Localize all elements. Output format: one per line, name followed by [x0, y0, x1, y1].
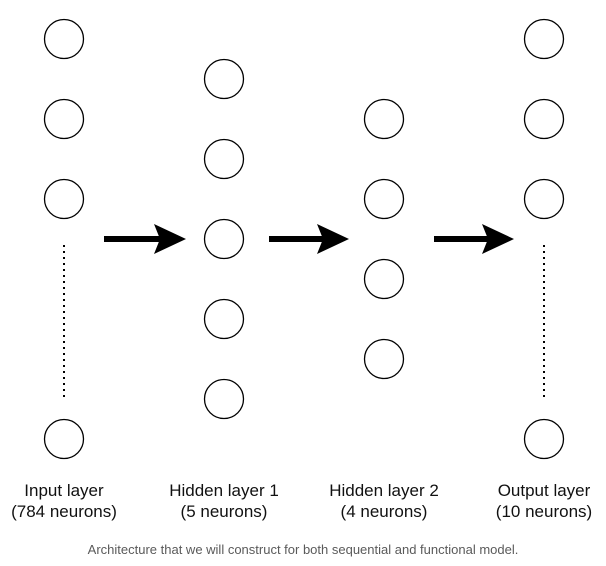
layer-name: Hidden layer 2 — [329, 481, 439, 500]
neuron-input — [43, 178, 85, 220]
neuron-hidden-1 — [203, 58, 245, 100]
neuron-hidden-2 — [363, 338, 405, 380]
layer-label-input: Input layer (784 neurons) — [0, 480, 139, 522]
arrow-1 — [104, 224, 186, 254]
layer-name: Hidden layer 1 — [169, 481, 279, 500]
neuron-hidden-1 — [203, 218, 245, 260]
layer-name: Output layer — [497, 481, 591, 500]
arrow-2 — [269, 224, 349, 254]
layer-label-output: Output layer (10 neurons) — [469, 480, 606, 522]
neuron-hidden-1 — [203, 298, 245, 340]
neuron-hidden-2 — [363, 258, 405, 300]
neuron-input — [43, 418, 85, 460]
neuron-hidden-2 — [363, 178, 405, 220]
figure-caption: Architecture that we will construct for … — [87, 542, 519, 557]
neuron-output — [523, 98, 565, 140]
neuron-input — [43, 18, 85, 60]
network-diagram — [43, 18, 565, 460]
neuron-output — [523, 178, 565, 220]
layer-name: Input layer — [24, 481, 104, 500]
neuron-output — [523, 418, 565, 460]
neurons-group — [43, 18, 565, 460]
layer-label-hidden-2: Hidden layer 2 (4 neurons) — [309, 480, 459, 522]
neuron-hidden-1 — [203, 138, 245, 180]
layer-count: (5 neurons) — [180, 502, 268, 521]
arrow-3 — [434, 224, 514, 254]
neuron-output — [523, 18, 565, 60]
layer-count: (4 neurons) — [340, 502, 428, 521]
neuron-hidden-2 — [363, 98, 405, 140]
layer-count: (10 neurons) — [495, 502, 593, 521]
ellipsis-group — [63, 245, 545, 400]
neuron-hidden-1 — [203, 378, 245, 420]
layer-count: (784 neurons) — [11, 502, 117, 521]
layer-label-hidden-1: Hidden layer 1 (5 neurons) — [149, 480, 299, 522]
arrows-group — [104, 224, 514, 254]
neuron-input — [43, 98, 85, 140]
